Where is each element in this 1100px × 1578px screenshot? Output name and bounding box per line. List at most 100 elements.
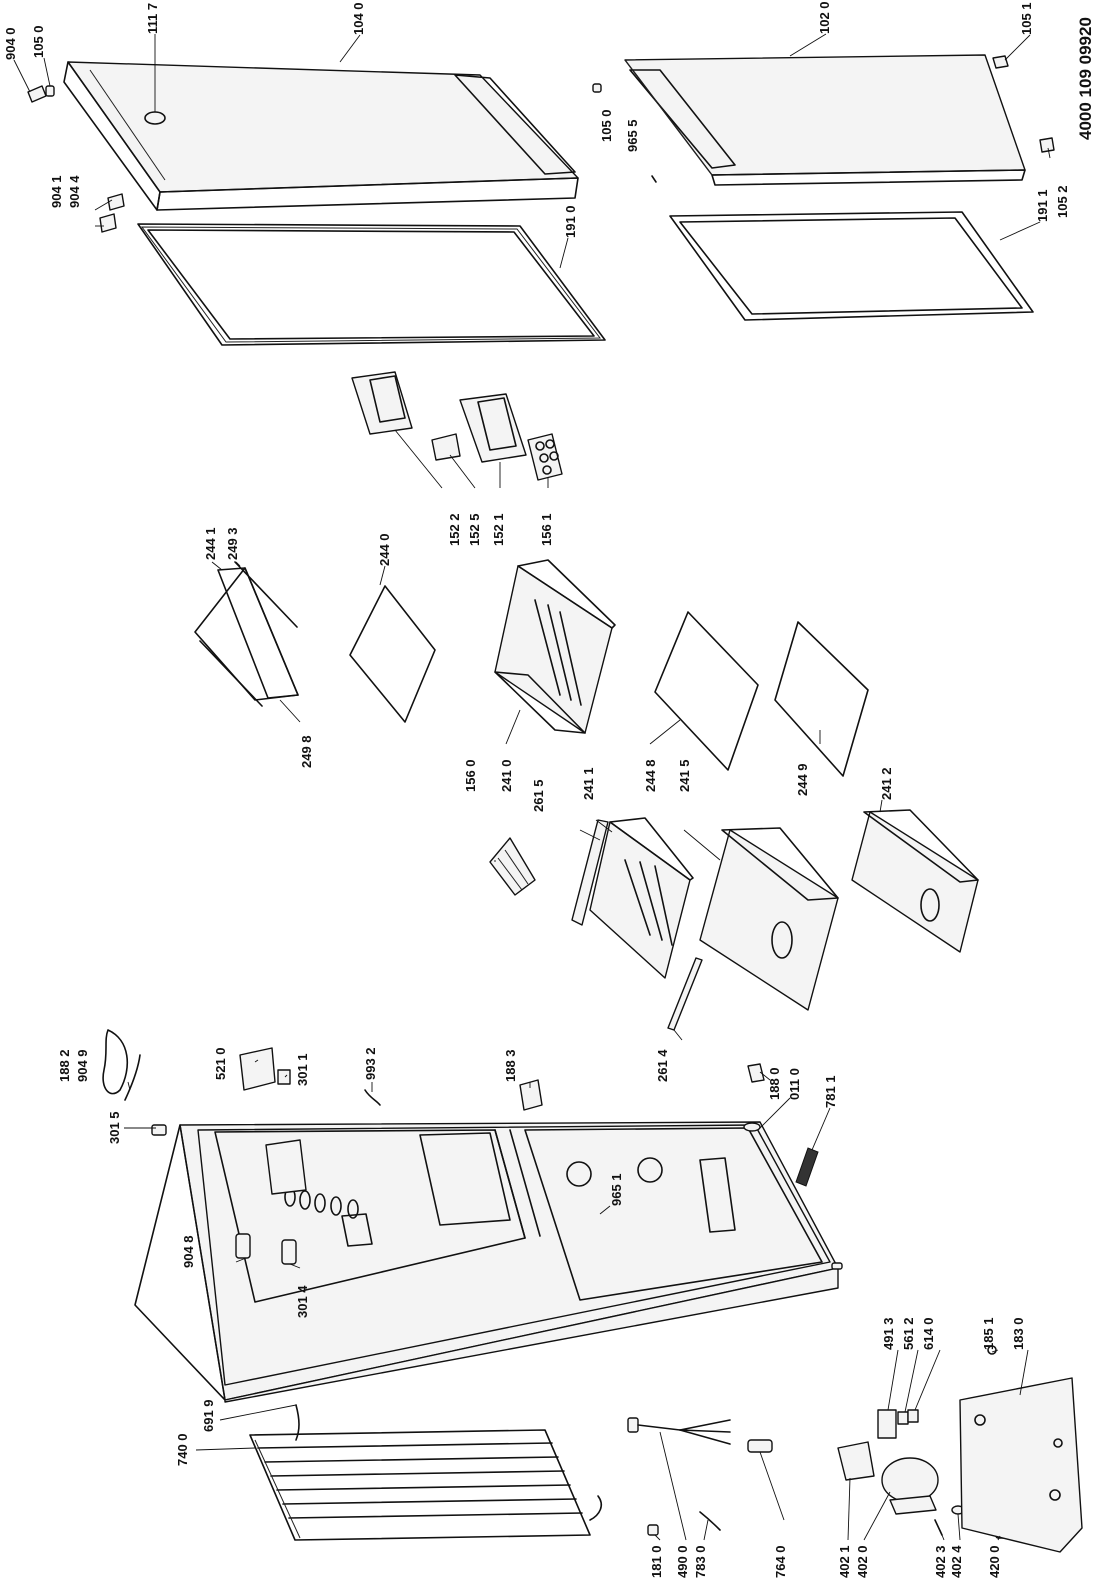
- document-number: 4000 109 09920: [1076, 17, 1095, 140]
- label-249-3: 249 3: [225, 527, 240, 560]
- cabinet: [134, 1121, 843, 1403]
- tool-781-1: [795, 1147, 819, 1187]
- label-244-9: 244 9: [795, 763, 810, 796]
- hinge-188-2-904-9: [102, 1029, 141, 1101]
- condenser-740-0: [249, 1429, 602, 1541]
- covers-904-1-904-4: [99, 193, 125, 233]
- pin-105-0-965-5: [592, 83, 657, 183]
- label-111-7: 111 7: [145, 2, 160, 34]
- pipe-691-9: [295, 1404, 300, 1441]
- ice-tray-156-0: [489, 837, 536, 896]
- label-188-0: 188 0: [767, 1067, 782, 1100]
- label-156-0: 156 0: [463, 759, 478, 792]
- power-cable-490-0: [627, 1417, 731, 1445]
- label-904-1: 904 1: [49, 175, 64, 208]
- label-993-2: 993 2: [363, 1047, 378, 1080]
- hinge-188-3: [519, 1079, 543, 1111]
- label-244-1: 244 1: [203, 527, 218, 560]
- drawer-241-1: [589, 817, 694, 979]
- label-188-3: 188 3: [503, 1049, 518, 1082]
- label-402-3: 402 3: [933, 1545, 948, 1578]
- compressor-cover-402-1: [837, 1441, 875, 1481]
- drawer-241-0: [494, 559, 616, 734]
- label-965-1: 965 1: [609, 1173, 624, 1206]
- label-965-5: 965 5: [625, 119, 640, 152]
- label-402-4: 402 4: [949, 1545, 964, 1578]
- label-249-8: 249 8: [299, 735, 314, 768]
- label-904-9: 904 9: [75, 1049, 90, 1082]
- label-781-1: 781 1: [823, 1075, 838, 1108]
- door-102-0: [624, 54, 1026, 186]
- label-188-2: 188 2: [57, 1049, 72, 1082]
- label-104-0: 104 0: [351, 2, 366, 35]
- label-241-5: 241 5: [677, 759, 692, 792]
- gasket-191-0: [137, 223, 606, 346]
- label-183-0: 183 0: [1011, 1317, 1026, 1350]
- connector-181-0: [647, 1524, 659, 1536]
- label-261-5: 261 5: [531, 779, 546, 812]
- hinge-105-2: [1039, 137, 1055, 153]
- label-241-1: 241 1: [581, 767, 596, 800]
- label-740-0: 740 0: [175, 1433, 190, 1466]
- label-152-5: 152 5: [467, 513, 482, 546]
- label-105-1: 105 1: [1019, 2, 1034, 35]
- filter-764-0: [747, 1439, 773, 1453]
- label-764-0: 764 0: [773, 1545, 788, 1578]
- label-156-1: 156 1: [539, 513, 554, 546]
- label-490-0: 490 0: [675, 1545, 690, 1578]
- drawer-241-5: [699, 827, 839, 1011]
- lamp-521-0: [239, 1047, 291, 1091]
- base-plate-183-0: [959, 1345, 1083, 1553]
- label-105-0-b: 105 0: [599, 109, 614, 142]
- egg-tray-156-1: [527, 433, 563, 481]
- pipe-783-0: [699, 1511, 721, 1531]
- label-521-0: 521 0: [213, 1047, 228, 1080]
- label-244-0: 244 0: [377, 533, 392, 566]
- label-402-0: 402 0: [855, 1545, 870, 1578]
- label-185-1: 185 1: [981, 1317, 996, 1350]
- divider-261-4: [667, 957, 703, 1031]
- label-402-1: 402 1: [837, 1545, 852, 1578]
- label-691-9: 691 9: [201, 1399, 216, 1432]
- label-011-0: 011 0: [787, 1068, 802, 1100]
- gasket-191-1: [669, 211, 1034, 321]
- label-191-1: 191 1: [1035, 189, 1050, 222]
- label-301-1: 301 1: [295, 1053, 310, 1086]
- label-241-2: 241 2: [879, 767, 894, 800]
- foot-011-0: [743, 1122, 761, 1132]
- label-244-8: 244 8: [643, 759, 658, 792]
- label-561-2: 561 2: [901, 1317, 916, 1350]
- divider-261-5: [571, 819, 609, 926]
- bin-cover-152-5: [431, 433, 461, 461]
- door-104-0: [63, 61, 579, 211]
- door-bin-152-1: [459, 393, 527, 463]
- label-301-4: 301 4: [295, 1285, 310, 1318]
- compressor-402-0: [881, 1457, 939, 1515]
- label-261-4: 261 4: [655, 1049, 670, 1082]
- label-491-3: 491 3: [881, 1317, 896, 1350]
- label-105-2: 105 2: [1055, 185, 1070, 218]
- crisper-cover-244-9: [774, 621, 869, 777]
- hinge-cover-904-0: [27, 85, 55, 103]
- label-191-0: 191 0: [563, 205, 578, 238]
- label-904-8: 904 8: [181, 1235, 196, 1268]
- drawer-241-2: [851, 809, 979, 953]
- cover-301-5: [151, 1124, 167, 1136]
- label-105-0: 105 0: [31, 25, 46, 58]
- label-420-0: 420 0: [987, 1545, 1002, 1578]
- leader-lines: [13, 33, 1051, 1541]
- label-181-0: 181 0: [649, 1545, 664, 1578]
- label-904-0: 904 0: [3, 27, 18, 60]
- label-614-0: 614 0: [921, 1317, 936, 1350]
- glass-shelf-244-1: [194, 561, 299, 707]
- label-152-1: 152 1: [491, 513, 506, 546]
- label-783-0: 783 0: [693, 1545, 708, 1578]
- label-152-2: 152 2: [447, 513, 462, 546]
- door-bin-152-2: [351, 371, 413, 435]
- label-904-4: 904 4: [67, 175, 82, 208]
- hinge-105-1: [992, 55, 1009, 69]
- label-241-0: 241 0: [499, 759, 514, 792]
- crisper-cover-244-8: [654, 611, 759, 771]
